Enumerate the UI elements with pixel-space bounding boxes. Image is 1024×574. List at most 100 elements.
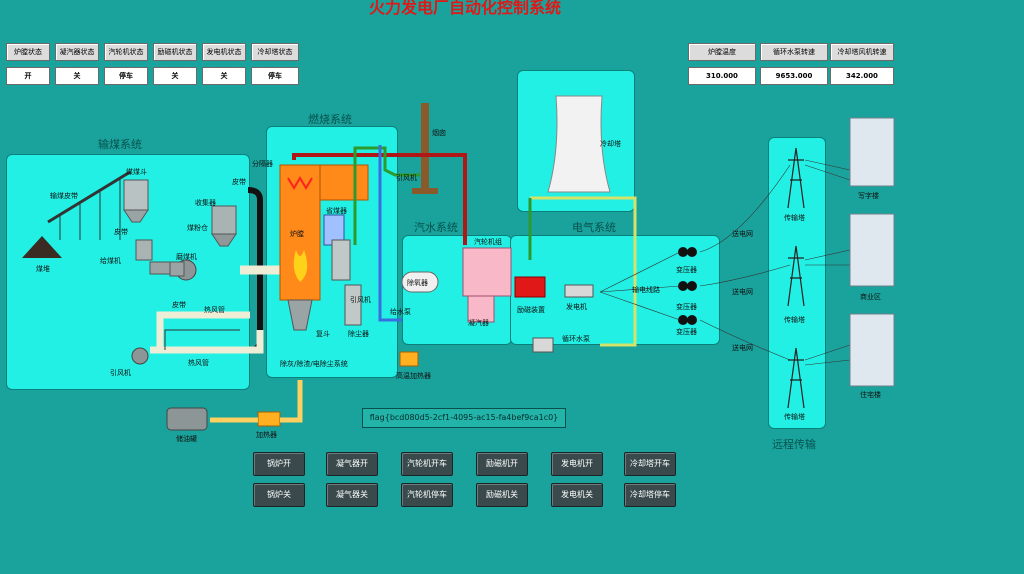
cooling-pipe-icon [530, 196, 637, 347]
exciter-on-button[interactable]: 励磁机开 [476, 452, 528, 476]
superheater-icon [287, 176, 313, 190]
label-feed-pump: 给水泵 [390, 308, 411, 316]
status-label-generator: 发电机状态 [202, 43, 246, 61]
exciter-icon [514, 276, 546, 298]
label-ash-system: 除灰/除渣/电除尘系统 [280, 360, 348, 368]
status-label-condenser: 凝汽器状态 [55, 43, 99, 61]
status-value-condenser: 关 [55, 67, 99, 85]
label-bldg3: 住宅楼 [860, 391, 881, 399]
label-coal-pile: 煤堆 [36, 265, 50, 273]
circ-pump-icon [532, 337, 554, 353]
collector-icon [211, 205, 237, 247]
label-coal-bucket: 煤煤斗 [126, 168, 147, 176]
boiler-on-button[interactable]: 锅炉开 [253, 452, 305, 476]
label-belt2: 皮带 [232, 178, 246, 186]
label-induced-fan3: 引风机 [350, 296, 371, 304]
hot-air-pipe-mid-icon [156, 311, 250, 350]
status-value-exciter: 关 [153, 67, 197, 85]
steam-water-title: 汽水系统 [414, 221, 458, 234]
label-grid1: 送电网 [732, 230, 753, 238]
label-cooling-tower: 冷却塔 [600, 140, 621, 148]
coal-pile-icon [22, 236, 62, 258]
label-belt3: 皮带 [172, 301, 186, 309]
label-hot-air-pipe: 热风管 [204, 306, 225, 314]
label-bldg2: 商业区 [860, 293, 881, 301]
label-grid2: 送电网 [732, 288, 753, 296]
label-transformer2: 变压器 [676, 303, 697, 311]
app-title: 火力发电厂自动化控制系统 [368, 0, 561, 17]
heater-icon [257, 411, 281, 427]
label-economizer: 省煤器 [326, 207, 347, 215]
cooling-tower-icon [547, 95, 611, 193]
status-value-turbine: 停车 [104, 67, 148, 85]
label-hot-air-pipe2: 热风管 [188, 359, 209, 367]
transformer-icons [678, 247, 697, 325]
status-label-cooling-tower: 冷却塔状态 [251, 43, 299, 61]
label-compressor: 复斗 [316, 330, 330, 338]
coal-bucket-icon [123, 179, 149, 223]
cooling-tower-start-button[interactable]: 冷却塔开车 [624, 452, 676, 476]
building-icons [849, 117, 895, 387]
status-value-furnace: 开 [6, 67, 50, 85]
label-condenser: 凝汽器 [468, 319, 489, 327]
label-turbine: 汽轮机组 [474, 238, 502, 246]
mill-body-icon [169, 261, 185, 277]
coal-conveyor-icon [47, 170, 131, 240]
transmission-tower-icons [787, 147, 805, 409]
flue-pipe-icon [353, 146, 420, 245]
metric-value-furnace-temp: 310.000 [688, 67, 756, 85]
label-exciter: 励磁装置 [517, 306, 545, 314]
turbine-stop-button[interactable]: 汽轮机停车 [401, 483, 453, 507]
boiler-off-button[interactable]: 锅炉关 [253, 483, 305, 507]
deduster-icon [344, 284, 362, 326]
metric-label-pump-speed: 循环水泵转速 [760, 43, 828, 61]
power-lines-icon [599, 159, 851, 366]
hopper-icon [287, 299, 313, 331]
flag-display: flag{bcd080d5-2cf1-4095-ac15-fa4bef9ca1c… [362, 408, 566, 428]
transmission-title: 远程传输 [772, 438, 816, 451]
condenser-on-button[interactable]: 凝气器开 [326, 452, 378, 476]
status-label-turbine: 汽轮机状态 [104, 43, 148, 61]
flame-icon [293, 250, 308, 282]
water-pipe-icon [378, 145, 402, 322]
label-transformer3: 变压器 [676, 328, 697, 336]
generator-on-button[interactable]: 发电机开 [551, 452, 603, 476]
label-coal-bin: 煤粉仓 [187, 224, 208, 232]
label-induced-fan: 引风机 [110, 369, 131, 377]
label-belt: 皮带 [114, 228, 128, 236]
label-induced-fan2: 引风机 [396, 174, 417, 182]
label-deaerator: 除氧器 [407, 279, 428, 287]
generator-off-button[interactable]: 发电机关 [551, 483, 603, 507]
status-value-cooling-tower: 停车 [251, 67, 299, 85]
air-preheater-icon [331, 239, 351, 281]
label-splitter: 分隔器 [252, 160, 273, 168]
cooling-tower-stop-button[interactable]: 冷却塔停车 [624, 483, 676, 507]
label-chimney: 烟囱 [432, 129, 446, 137]
turbine-icon [462, 247, 512, 297]
label-generator: 发电机 [566, 303, 587, 311]
turbine-start-button[interactable]: 汽轮机开车 [401, 452, 453, 476]
oil-tank-icon [166, 407, 208, 431]
metric-label-furnace-temp: 炉膛温度 [688, 43, 756, 61]
exciter-off-button[interactable]: 励磁机关 [476, 483, 528, 507]
status-label-furnace: 炉膛状态 [6, 43, 50, 61]
metric-label-fan-speed: 冷却塔风机转速 [830, 43, 894, 61]
label-mill: 磨煤机 [176, 253, 197, 261]
status-label-exciter: 励磁机状态 [153, 43, 197, 61]
coal-system-title: 输煤系统 [98, 138, 142, 151]
electric-title: 电气系统 [572, 221, 616, 234]
hp-heater-icon [399, 351, 419, 367]
label-out-line: 输电线路 [632, 286, 660, 294]
label-tower1: 传输塔 [784, 214, 805, 222]
feeder-base-icon [149, 261, 171, 275]
label-oil-tank: 储油罐 [176, 435, 197, 443]
label-tower2: 传输塔 [784, 316, 805, 324]
condenser-off-button[interactable]: 凝气器关 [326, 483, 378, 507]
label-deduster: 除尘器 [348, 330, 369, 338]
label-grid3: 送电网 [732, 344, 753, 352]
label-heater: 加热器 [256, 431, 277, 439]
label-circ-pump: 循环水泵 [562, 335, 590, 343]
label-furnace: 炉膛 [290, 230, 304, 238]
deaerator-icon [401, 271, 439, 293]
